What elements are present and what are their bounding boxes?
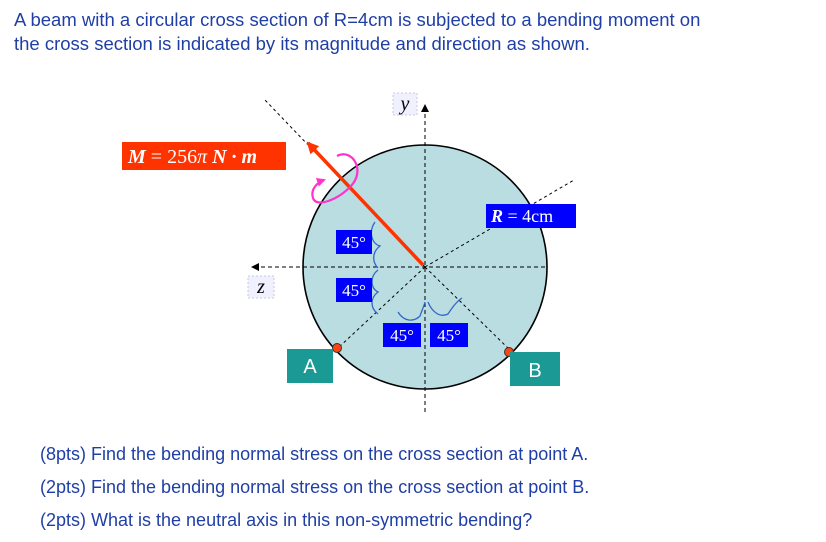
angle-label-3: 45° <box>390 326 414 345</box>
rotation-arc-icon <box>311 153 359 204</box>
question-3: (2pts) What is the neutral axis in this … <box>40 510 533 530</box>
point-a-marker <box>332 343 342 353</box>
problem-line-2: the cross section is indicated by its ma… <box>14 33 590 54</box>
radius-label: R = 4cm <box>490 206 553 226</box>
angle-brace-bottom-left <box>397 301 426 321</box>
angle-brace-lower <box>371 269 380 315</box>
moment-label: M = 256π N · m <box>127 146 257 168</box>
problem-statement: A beam with a circular cross section of … <box>14 8 814 56</box>
radius-symbol: R <box>490 206 503 226</box>
angle-label-1-box <box>336 230 372 254</box>
angle-label-4: 45° <box>437 326 461 345</box>
moment-symbol: M <box>127 146 147 168</box>
angle-label-2-box <box>336 278 372 302</box>
axis-y-label: y <box>399 93 410 115</box>
radius-value: = 4cm <box>503 206 553 226</box>
moment-value: = 256 <box>146 146 197 168</box>
point-b-label: B <box>528 360 541 382</box>
angle-label-3-box <box>383 323 421 347</box>
axis-y-box <box>392 92 418 116</box>
point-a-label: A <box>303 356 317 378</box>
radius-label-box <box>486 204 576 228</box>
angle-label-1: 45° <box>342 233 366 252</box>
angle-label-4-box <box>430 323 468 347</box>
moment-unit: N · m <box>207 146 257 168</box>
point-b-box <box>510 352 560 386</box>
question-1: (8pts) Find the bending normal stress on… <box>40 444 589 464</box>
question-2: (2pts) Find the bending normal stress on… <box>40 477 590 497</box>
point-a-box <box>287 349 333 383</box>
axis-z-label: z <box>256 276 265 298</box>
moment-label-box <box>122 142 286 170</box>
angle-brace-bottom-right <box>427 297 463 316</box>
moment-vector <box>306 141 425 267</box>
diagonal-to-b <box>424 266 512 352</box>
diagonal-to-a <box>337 266 426 349</box>
problem-line-1: A beam with a circular cross section of … <box>14 9 701 30</box>
moment-pi: π <box>197 146 208 168</box>
angle-label-2: 45° <box>342 281 366 300</box>
axis-z-box <box>247 275 275 299</box>
